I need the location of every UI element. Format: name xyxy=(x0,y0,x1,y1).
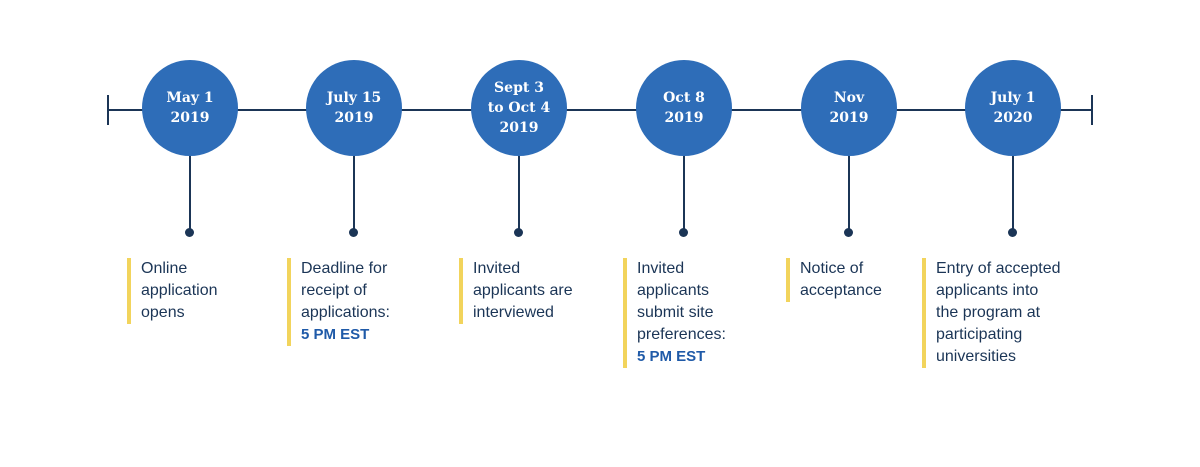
event-4-date: Oct 8 2019 xyxy=(663,90,705,126)
timeline-start-cap xyxy=(107,95,109,125)
timeline-end-cap xyxy=(1091,95,1093,125)
event-2-connector xyxy=(353,156,355,232)
timeline-axis xyxy=(108,109,1092,111)
event-5-description: Notice of acceptance xyxy=(800,260,882,299)
event-5-note: Notice of acceptance xyxy=(786,258,970,302)
event-3-date: Sept 3 to Oct 4 2019 xyxy=(487,80,551,136)
event-6-note: Entry of accepted applicants into the pr… xyxy=(922,258,1106,368)
event-1-date: May 1 2019 xyxy=(166,90,214,126)
event-2-note: Deadline for receipt of applications: 5 … xyxy=(287,258,471,346)
event-6-date-circle: July 1 2020 xyxy=(965,60,1061,156)
event-2-date-circle: July 15 2019 xyxy=(306,60,402,156)
event-1-description: Online application opens xyxy=(141,260,218,321)
event-3-connector xyxy=(518,156,520,232)
event-4-marker-dot xyxy=(679,228,688,237)
event-6-description: Entry of accepted applicants into the pr… xyxy=(936,260,1061,365)
event-1-date-circle: May 1 2019 xyxy=(142,60,238,156)
event-1-note: Online application opens xyxy=(127,258,311,324)
event-4-date-circle: Oct 8 2019 xyxy=(636,60,732,156)
event-4-description: Invited applicants submit site preferenc… xyxy=(637,260,726,343)
event-2-marker-dot xyxy=(349,228,358,237)
event-5-marker-dot xyxy=(844,228,853,237)
event-3-date-circle: Sept 3 to Oct 4 2019 xyxy=(471,60,567,156)
event-6-connector xyxy=(1012,156,1014,232)
event-5-connector xyxy=(848,156,850,232)
event-4-connector xyxy=(683,156,685,232)
event-3-note: Invited applicants are interviewed xyxy=(459,258,643,324)
event-5-date-circle: Nov 2019 xyxy=(801,60,897,156)
event-2-description: Deadline for receipt of applications: xyxy=(301,260,390,321)
event-3-marker-dot xyxy=(514,228,523,237)
event-2-date: July 15 2019 xyxy=(326,90,382,126)
event-1-marker-dot xyxy=(185,228,194,237)
event-5-date: Nov 2019 xyxy=(829,90,869,126)
event-1-connector xyxy=(189,156,191,232)
event-2-time: 5 PM EST xyxy=(301,326,370,343)
event-6-marker-dot xyxy=(1008,228,1017,237)
event-6-date: July 1 2020 xyxy=(990,90,1036,126)
event-4-note: Invited applicants submit site preferenc… xyxy=(623,258,807,368)
event-4-time: 5 PM EST xyxy=(637,348,706,365)
event-3-description: Invited applicants are interviewed xyxy=(473,260,573,321)
